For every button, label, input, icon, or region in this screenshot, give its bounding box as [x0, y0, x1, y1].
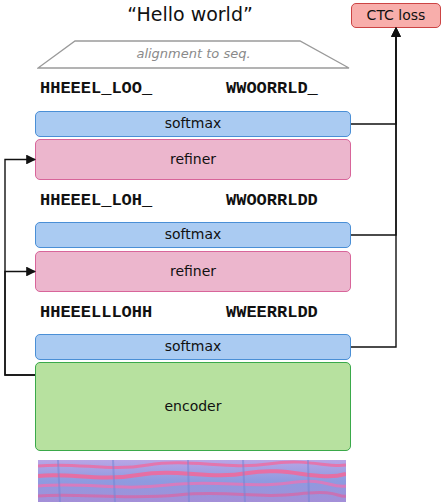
loss-box: CTC loss	[351, 3, 441, 28]
spectrogram-band	[38, 462, 346, 468]
token-sequence: WWOORRLD_	[226, 80, 318, 97]
token-sequence: WWEERRLDD	[226, 304, 318, 321]
refiner-box: refiner	[35, 251, 351, 292]
token-sequence: HHEEEL_LOO_	[40, 80, 152, 97]
spectrogram-bg	[38, 460, 346, 502]
softmax-box: softmax	[35, 111, 351, 137]
connector-arrow	[351, 28, 396, 347]
connector-arrow	[351, 28, 396, 235]
connector-arrow	[5, 272, 35, 376]
refiner-box: refiner	[35, 139, 351, 180]
token-sequence: HHEEEL_LOH_	[40, 192, 152, 209]
spectrogram-band	[38, 481, 346, 487]
token-sequence: HHEEELLLOHH	[40, 304, 152, 321]
encoder-box: encoder	[35, 362, 351, 451]
spectrogram-band	[38, 471, 346, 477]
box-label: softmax	[165, 227, 222, 242]
spectrogram-frames	[58, 460, 309, 502]
box-label: refiner	[170, 152, 216, 167]
softmax-box: softmax	[35, 222, 351, 248]
softmax-box: softmax	[35, 334, 351, 360]
connector-arrow	[351, 28, 396, 124]
box-label: softmax	[165, 116, 222, 131]
connector-arrow	[5, 160, 35, 376]
box-label: encoder	[164, 399, 221, 414]
box-label: refiner	[170, 264, 216, 279]
box-label: CTC loss	[367, 8, 426, 23]
trapezoid-shape	[38, 41, 349, 68]
alignment-label: alignment to seq.	[136, 47, 250, 61]
token-sequence: WWOORRLDD	[226, 192, 318, 209]
alignment-trapezoid: alignment to seq.	[37, 40, 350, 69]
spectrogram	[38, 460, 346, 502]
spectrogram-band	[38, 492, 346, 496]
diagram-title: “Hello world”	[90, 3, 290, 25]
box-label: softmax	[165, 339, 222, 354]
